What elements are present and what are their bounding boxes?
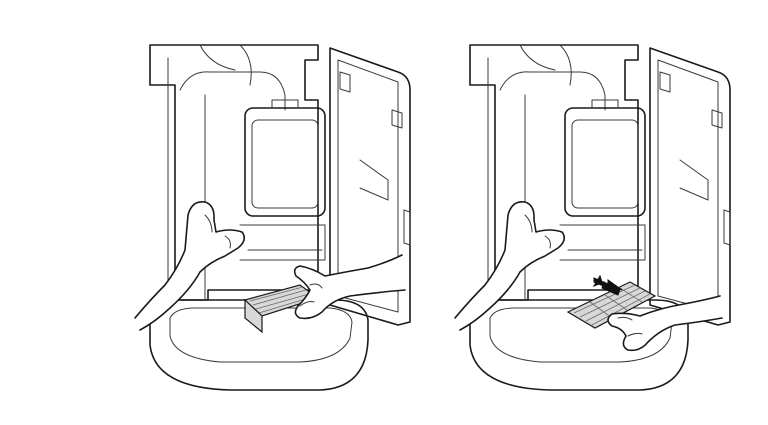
hand-left-grip-right-figure bbox=[454, 200, 566, 331]
water-tank-window-left bbox=[244, 107, 326, 217]
hand-right-push bbox=[607, 295, 723, 352]
hand-right-pull bbox=[293, 254, 406, 320]
open-door-right bbox=[649, 47, 731, 326]
hand-left-grip bbox=[134, 200, 246, 331]
open-door-left bbox=[329, 47, 411, 326]
tower-body-right bbox=[469, 44, 639, 301]
figure-left bbox=[134, 44, 411, 391]
water-tank-window-right bbox=[564, 107, 646, 217]
tower-body-left bbox=[149, 44, 319, 301]
push-arrow-head bbox=[592, 274, 621, 296]
mesh-filter-right bbox=[566, 281, 657, 329]
figure-right bbox=[454, 44, 731, 391]
